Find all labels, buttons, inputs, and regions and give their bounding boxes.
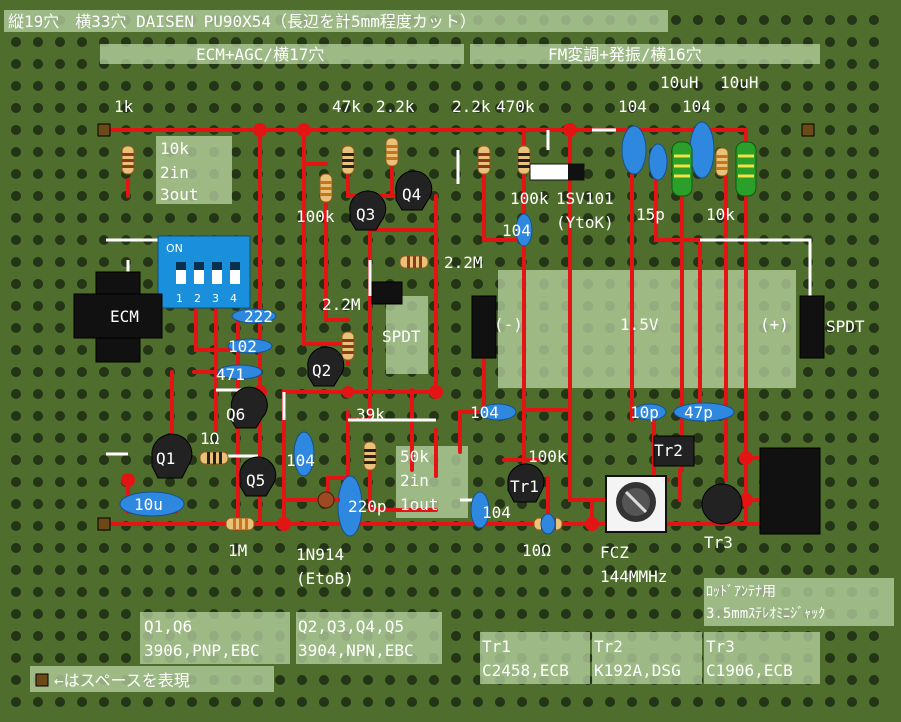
junctions xyxy=(121,123,753,531)
label-r-2k2-a: 2.2k xyxy=(376,97,415,116)
label-r-1ohm: 1Ω xyxy=(200,429,220,448)
dip-2-label: 2 xyxy=(194,292,201,305)
label-r-470k: 470k xyxy=(496,97,535,116)
note-tr3-spec: C1906,ECB xyxy=(706,661,793,680)
label-jack-2: 3.5mmｽﾃﾚｵﾐﾆｼﾞｬｯｸ xyxy=(706,606,825,622)
label-c-220p: 220p xyxy=(348,497,387,516)
label-ecm: ECM xyxy=(110,307,139,326)
label-c-104-left: 104 xyxy=(286,451,315,470)
label-c-222: 222 xyxy=(244,307,273,326)
label-c-471: 471 xyxy=(216,365,245,384)
label-r-10k-osc: 10k xyxy=(706,205,735,224)
note-tr3-title: Tr3 xyxy=(706,637,735,656)
label-r-39k: 39k xyxy=(356,405,385,424)
legend-text: ←はスペースを表現 xyxy=(54,671,190,690)
label-c-104-top2: 104 xyxy=(682,97,711,116)
label-c-104-mid: 104 xyxy=(470,403,499,422)
label-tr1: Tr1 xyxy=(510,477,539,496)
label-varicap-dir: (YtoK) xyxy=(556,213,614,232)
label-q6: Q6 xyxy=(226,405,245,424)
label-c-102: 102 xyxy=(228,337,257,356)
note-q2345-spec: 3904,NPN,EBC xyxy=(298,641,414,660)
label-q4: Q4 xyxy=(402,185,421,204)
note-q16-title: Q1,Q6 xyxy=(144,617,192,636)
label-fcz-freq: 144MMHz xyxy=(600,567,667,586)
label-l-10uh-b: 10uH xyxy=(720,73,759,92)
label-c-10u: 10u xyxy=(134,495,163,514)
label-voltage: 1.5V xyxy=(620,315,659,334)
label-r-100k-vc: 100k xyxy=(510,189,549,208)
note-tr2-title: Tr2 xyxy=(594,637,623,656)
label-tr3: Tr3 xyxy=(704,533,733,552)
capacitors xyxy=(119,121,735,537)
transistors xyxy=(151,170,743,525)
label-vr2-2in: 2in xyxy=(400,471,429,490)
pin-headers xyxy=(73,271,825,535)
dip-1-label: 1 xyxy=(176,292,183,305)
section-ecm-label: ECM+AGC/横17穴 xyxy=(196,45,324,64)
note-tr1-title: Tr1 xyxy=(482,637,511,656)
label-fcz: FCZ xyxy=(600,543,629,562)
label-l-10uh-a: 10uH xyxy=(660,73,699,92)
inductors xyxy=(671,141,757,197)
label-plus: (+) xyxy=(760,315,789,334)
label-vr-2in: 2in xyxy=(160,163,189,182)
label-c-104-vc: 104 xyxy=(502,221,531,240)
label-r-1m: 1M xyxy=(228,541,247,560)
varicap-1sv101 xyxy=(529,163,585,181)
label-c-15p: 15p xyxy=(636,205,665,224)
board-title: 縦19穴 横33穴 DAISEN PU90X54（長辺を計5mm程度カット） xyxy=(8,12,476,31)
label-vr-3out: 3out xyxy=(160,185,199,204)
label-varicap: 1SV101 xyxy=(556,189,614,208)
label-vr2-1out: 1out xyxy=(400,495,439,514)
label-vr-50k: 50k xyxy=(400,447,429,466)
note-tr2-spec: K192A,DSG xyxy=(594,661,681,680)
label-r-100k-q3: 100k xyxy=(296,207,335,226)
note-q2345-title: Q2,Q3,Q4,Q5 xyxy=(298,617,404,636)
note-q16-spec: 3906,PNP,EBC xyxy=(144,641,260,660)
label-r-2m2-right: 2.2M xyxy=(444,253,483,272)
label-r-2m2-mid: 2.2M xyxy=(322,295,361,314)
label-diode: 1N914 xyxy=(296,545,344,564)
label-minus: (-) xyxy=(494,315,523,334)
label-spdt-right: SPDT xyxy=(826,317,865,336)
label-c-104-bot: 104 xyxy=(482,503,511,522)
label-r-10ohm: 10Ω xyxy=(522,541,551,560)
board-labels: 縦19穴 横33穴 DAISEN PU90X54（長辺を計5mm程度カット） E… xyxy=(8,12,865,690)
diode-1n914 xyxy=(284,491,340,509)
label-q1: Q1 xyxy=(156,449,175,468)
label-jack-1: ﾛｯﾄﾞｱﾝﾃﾅ用 xyxy=(706,584,776,600)
dip-switch xyxy=(157,235,251,309)
dip-on-label: ON xyxy=(166,242,183,255)
label-r-100k-tr1: 100k xyxy=(528,447,567,466)
label-r-1k: 1k xyxy=(114,97,134,116)
dip-3-label: 3 xyxy=(212,292,219,305)
label-r-47k: 47k xyxy=(332,97,361,116)
note-tr1-spec: C2458,ECB xyxy=(482,661,569,680)
label-c-47p: 47p xyxy=(684,403,713,422)
label-c-104-top: 104 xyxy=(618,97,647,116)
label-q3: Q3 xyxy=(356,205,375,224)
label-c-10p: 10p xyxy=(630,403,659,422)
label-vr-10k: 10k xyxy=(160,139,189,158)
fcz-coil xyxy=(605,475,667,533)
label-diode-dir: (EtoB) xyxy=(296,569,354,588)
space-markers xyxy=(35,123,815,687)
label-tr2: Tr2 xyxy=(654,441,683,460)
label-q2: Q2 xyxy=(312,361,331,380)
label-spdt-left: SPDT xyxy=(382,327,421,346)
dip-4-label: 4 xyxy=(230,292,237,305)
section-fm-label: FM変調+発振/横16穴 xyxy=(548,45,702,64)
label-r-2k2-b: 2.2k xyxy=(452,97,491,116)
label-q5: Q5 xyxy=(246,471,265,490)
